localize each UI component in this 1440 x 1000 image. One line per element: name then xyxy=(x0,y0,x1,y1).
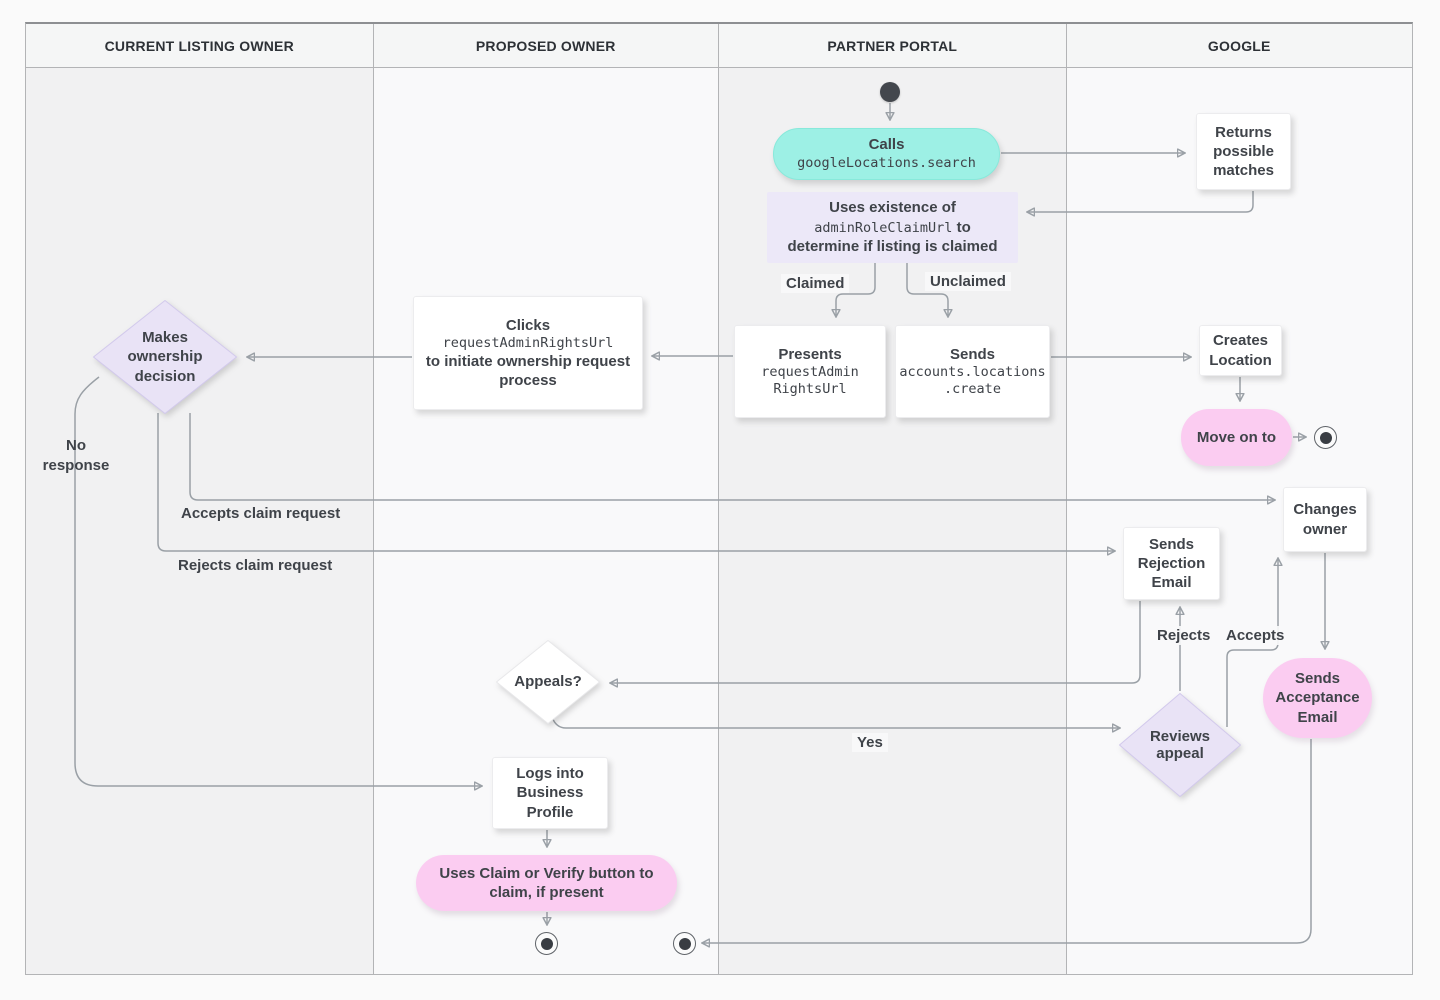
end-node-claim-flow xyxy=(535,932,558,955)
edge-label-unclaimed: Unclaimed xyxy=(925,272,1011,291)
node-clicks-requestadminrightsurl: Clicks requestAdminRightsUrl to initiate… xyxy=(413,296,643,410)
node-calls-googlelocations-search: Calls googleLocations.search xyxy=(773,128,1000,180)
node-uses-existence-adminroleclaimurl: Uses existence of adminRoleClaimUrl to d… xyxy=(767,192,1018,263)
node-logs-into-business-profile: Logs into Business Profile xyxy=(492,757,608,829)
node-title: Presents xyxy=(778,345,842,363)
lane-header-label: PROPOSED OWNER xyxy=(475,37,616,54)
node-code-line1: accounts.locations xyxy=(899,363,1046,380)
node-label: Returns possible matches xyxy=(1213,123,1274,180)
node-label: Sends Rejection Email xyxy=(1137,535,1206,592)
node-label: Move on to xyxy=(1196,428,1277,446)
end-node-create-flow xyxy=(1314,426,1337,449)
edge-label-accepts: Accepts xyxy=(1221,626,1290,645)
node-label: Appeals? xyxy=(514,673,582,691)
node-code: adminRoleClaimUrl xyxy=(814,219,953,236)
node-title: Sends xyxy=(949,345,995,363)
lane-header-label: PARTNER PORTAL xyxy=(827,37,958,54)
node-code: googleLocations.search xyxy=(797,154,976,171)
edge-label-yes: Yes xyxy=(852,733,888,752)
node-creates-location: Creates Location xyxy=(1199,325,1282,376)
node-sends-acceptance-email: Sends Acceptance Email xyxy=(1263,658,1372,738)
node-move-on-to: Move on to xyxy=(1181,409,1292,466)
node-presents-requestadminrightsurl: Presents requestAdmin RightsUrl xyxy=(734,325,886,418)
node-changes-owner: Changes owner xyxy=(1283,487,1367,552)
node-label: Sends Acceptance Email xyxy=(1275,669,1360,726)
node-uses-claim-or-verify: Uses Claim or Verify button to claim, if… xyxy=(416,855,677,911)
edge-label-accepts-claim-request: Accepts claim request xyxy=(181,505,341,522)
node-code: requestAdminRightsUrl xyxy=(442,334,614,351)
node-label: Creates Location xyxy=(1209,332,1272,369)
node-text-line1: Uses existence of xyxy=(829,199,956,217)
lane-header-current-listing-owner: CURRENT LISTING OWNER xyxy=(26,24,373,68)
lane-header-partner-portal: PARTNER PORTAL xyxy=(719,24,1066,68)
edge-label-rejects-claim-request: Rejects claim request xyxy=(178,557,333,574)
edge-label-rejects: Rejects xyxy=(1152,626,1216,645)
node-label: Reviews appeal xyxy=(1149,727,1211,762)
lane-header-label: GOOGLE xyxy=(1207,37,1271,54)
start-node xyxy=(880,82,900,102)
node-title: Clicks xyxy=(505,316,551,334)
node-code-line2: RightsUrl xyxy=(773,381,847,398)
node-reviews-appeal: Reviews appeal xyxy=(1118,692,1242,798)
edge-label-no-response: No response xyxy=(42,437,110,474)
edge-label-claimed: Claimed xyxy=(781,274,850,293)
node-sends-accounts-locations-create: Sends accounts.locations .create xyxy=(895,325,1050,418)
node-makes-ownership-decision: Makes ownership decision xyxy=(92,299,238,415)
node-label: Changes owner xyxy=(1293,501,1357,538)
node-returns-possible-matches: Returns possible matches xyxy=(1196,113,1291,190)
node-label: Makes ownership decision xyxy=(127,328,203,385)
end-node-transfer-flow xyxy=(673,932,696,955)
node-code-line2: .create xyxy=(944,381,1001,398)
node-appeals: Appeals? xyxy=(495,639,601,725)
node-code-line1: requestAdmin xyxy=(761,363,859,380)
node-text-line3: determine if listing is claimed xyxy=(787,238,998,256)
node-label: Uses Claim or Verify button to claim, if… xyxy=(439,864,654,902)
node-title: Calls xyxy=(868,136,905,154)
node-label: Logs into Business Profile xyxy=(516,765,584,821)
node-text-line2: to xyxy=(956,218,971,236)
node-sends-rejection-email: Sends Rejection Email xyxy=(1123,527,1220,600)
node-text: to initiate ownership request process xyxy=(425,353,631,390)
diamond-shape xyxy=(496,640,600,724)
lane-header-google: GOOGLE xyxy=(1066,24,1412,68)
lane-header-label: CURRENT LISTING OWNER xyxy=(104,37,294,54)
lane-header-proposed-owner: PROPOSED OWNER xyxy=(373,24,718,68)
